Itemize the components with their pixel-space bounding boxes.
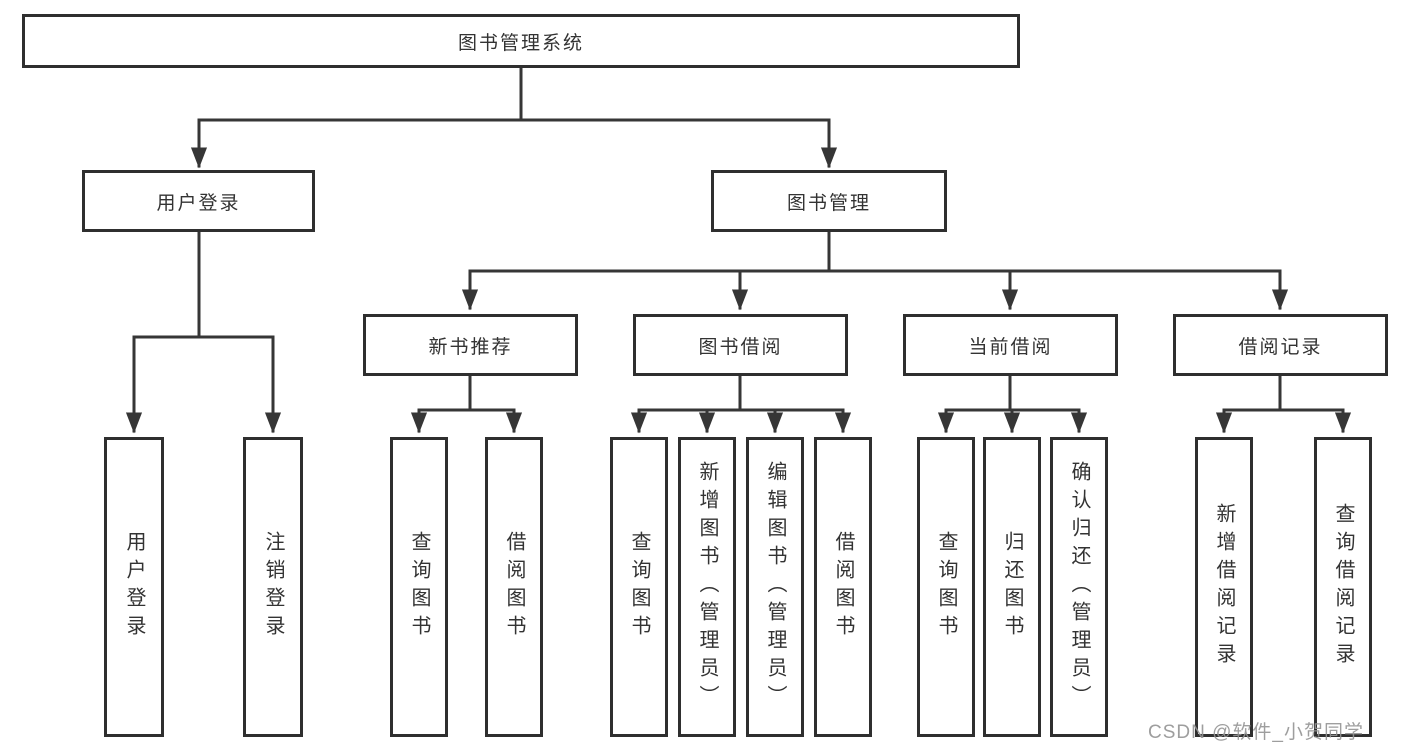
leaf-user-login: 用户登录 bbox=[104, 437, 164, 737]
connector-current-borrowing bbox=[937, 374, 1088, 434]
node-borrowing-records: 借阅记录 bbox=[1173, 314, 1388, 376]
node-current-borrowing-label: 当前借阅 bbox=[968, 336, 1053, 358]
leaf-br-add-record-label: 新增借阅记录 bbox=[1213, 503, 1235, 671]
node-book-borrowing: 图书借阅 bbox=[633, 314, 848, 376]
leaf-logout-label: 注销登录 bbox=[262, 531, 284, 643]
leaf-nbr-borrow-books-label: 借阅图书 bbox=[503, 531, 525, 643]
connector-new-book-recommendation bbox=[410, 374, 523, 434]
watermark: CSDN @软件_小贺同学 bbox=[1148, 722, 1364, 743]
connector-borrowing-records bbox=[1215, 374, 1352, 434]
node-root-label: 图书管理系统 bbox=[457, 32, 584, 54]
leaf-bb-add-books-admin: 新增图书（管理员） bbox=[678, 437, 736, 737]
leaf-bb-edit-books-admin-label: 编辑图书（管理员） bbox=[764, 461, 786, 713]
leaf-logout: 注销登录 bbox=[243, 437, 303, 737]
connector-user-login bbox=[125, 230, 282, 434]
leaf-bb-add-books-admin-label: 新增图书（管理员） bbox=[696, 461, 718, 713]
node-book-management: 图书管理 bbox=[711, 170, 947, 232]
leaf-cb-query-books: 查询图书 bbox=[917, 437, 975, 737]
node-borrowing-records-label: 借阅记录 bbox=[1238, 336, 1323, 358]
node-book-borrowing-label: 图书借阅 bbox=[698, 336, 783, 358]
leaf-cb-confirm-return-admin: 确认归还（管理员） bbox=[1050, 437, 1108, 737]
leaf-cb-confirm-return-admin-label: 确认归还（管理员） bbox=[1068, 461, 1090, 713]
node-user-login: 用户登录 bbox=[82, 170, 315, 232]
leaf-br-add-record: 新增借阅记录 bbox=[1195, 437, 1253, 737]
connector-book-borrowing bbox=[630, 374, 852, 434]
node-book-management-label: 图书管理 bbox=[786, 192, 871, 214]
leaf-br-query-record-label: 查询借阅记录 bbox=[1332, 503, 1354, 671]
leaf-cb-return-books: 归还图书 bbox=[983, 437, 1041, 737]
leaf-cb-return-books-label: 归还图书 bbox=[1001, 531, 1023, 643]
node-root: 图书管理系统 bbox=[22, 14, 1020, 68]
leaf-bb-edit-books-admin: 编辑图书（管理员） bbox=[746, 437, 804, 737]
leaf-br-query-record: 查询借阅记录 bbox=[1314, 437, 1372, 737]
leaf-bb-borrow-books-label: 借阅图书 bbox=[832, 531, 854, 643]
leaf-bb-borrow-books: 借阅图书 bbox=[814, 437, 872, 737]
leaf-nbr-query-books: 查询图书 bbox=[390, 437, 448, 737]
node-user-login-label: 用户登录 bbox=[156, 192, 241, 214]
leaf-nbr-query-books-label: 查询图书 bbox=[408, 531, 430, 643]
node-new-book-recommendation: 新书推荐 bbox=[363, 314, 578, 376]
leaf-nbr-borrow-books: 借阅图书 bbox=[485, 437, 543, 737]
node-new-book-recommendation-label: 新书推荐 bbox=[428, 336, 513, 358]
node-current-borrowing: 当前借阅 bbox=[903, 314, 1118, 376]
connector-book-management bbox=[461, 230, 1289, 311]
leaf-user-login-label: 用户登录 bbox=[123, 531, 145, 643]
leaf-bb-query-books-label: 查询图书 bbox=[628, 531, 650, 643]
leaf-cb-query-books-label: 查询图书 bbox=[935, 531, 957, 643]
leaf-bb-query-books: 查询图书 bbox=[610, 437, 668, 737]
connector-root bbox=[190, 65, 838, 169]
